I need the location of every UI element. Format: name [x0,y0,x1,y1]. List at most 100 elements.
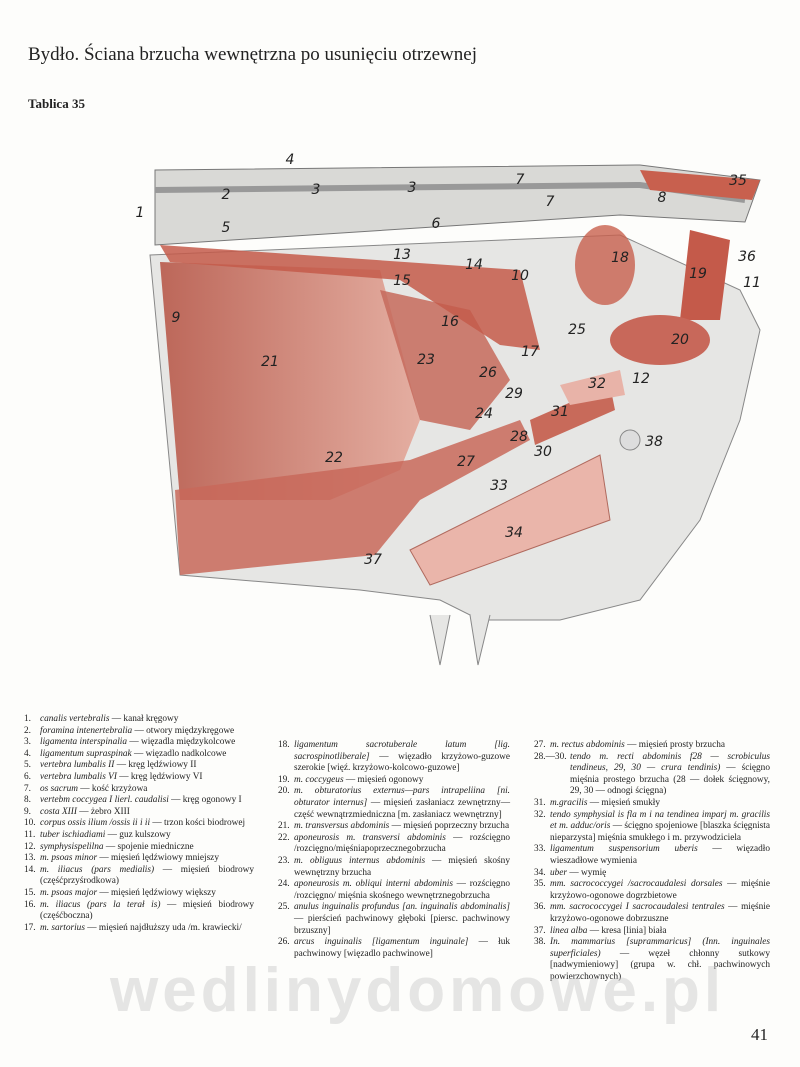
polish-term: — trzon kości biodrowej [150,818,246,829]
figure-label: 2 [222,187,231,203]
legend-text: tuber ischiadiami — guz kulszowy [40,830,254,842]
legend-text: mm. sacrococcygei /sacrocaudalesi dorsal… [550,879,770,902]
legend-text: mm. sacrococcygei I sacrocaudalesi tentr… [550,902,770,925]
symphysis-32 [560,370,625,405]
latin-term: m. iliacus (pars medialis) [40,864,155,875]
psoas [160,245,540,350]
latin-term: anulus inguinalis profundus [an. inguina… [294,902,510,913]
legend-item: 13.m. psoas minor — mięsień lędźwiowy mn… [24,853,254,865]
legend-text: costa XIII — żebro XIII [40,807,254,819]
polish-term: — więzadło wieszadłowe wymienia [550,844,770,866]
figure-label: 19 [689,266,707,282]
legend-item: 16. m. iliacus (pars la terał is) — mięsi… [24,900,254,923]
legend-number: 35. [534,879,546,890]
legend-item: 21.m. transversus abdominis — mięsień po… [278,821,510,833]
legend-text: os sacrum — kość krzyżowa [40,784,254,796]
legend-text: arcus inguinalis [ligamentum inguinale] … [294,937,510,960]
udder-34 [409,454,611,586]
figure-label: 1 [136,205,145,221]
figure-label: 36 [738,249,756,265]
legend-text: symphysispelilna — spojenie miedniczne [40,842,254,854]
polish-term: — mięsień zasłaniacz zewnętrzny—część we… [294,797,510,820]
legend-number: 11. [24,829,36,840]
transversus-abdominis [160,262,420,500]
legend-number: 33. [534,844,546,855]
legend-text: foramina intenertebralia — otwory między… [40,726,254,738]
legend-text: linea alba — kresa [linia] biała [550,926,770,938]
figure-label: 32 [588,376,606,392]
legend-number: 14. [24,864,36,875]
latin-term: m. obliguus internus abdominis [294,855,426,866]
figure-label: 22 [325,450,343,466]
legend-item: 14. m. iliacus (pars medialis) — mięsień … [24,865,254,888]
polish-term: — mięsień lędźwiowy większy [97,887,216,898]
teat [429,614,491,666]
figure-label: 8 [658,190,667,206]
legend-item: 2.foramina intenertebralia — otwory międ… [24,726,254,738]
legend-number: 3. [24,737,31,748]
figure-label: 23 [417,352,435,368]
latin-term: m. coccygeus [294,774,344,785]
legend-text: vertebra lumbalis VI — kręg lędźwiowy VI [40,772,254,784]
legend-number: 21. [278,821,290,832]
latin-term: m. transversus abdominis [294,821,390,832]
legend-text: m. psoas minor — mięsień lędźwiowy mniej… [40,853,254,865]
polish-term: — rozścięgno /rozcięgno/mięśniapoprzeczn… [294,832,510,855]
legend-item: 12.symphysispelilna — spojenie miedniczn… [24,842,254,854]
legend-item: 26.arcus inguinalis [ligamentum inguinal… [278,937,510,960]
polish-term: — więzadło krzyżowo-guzowe szerokie [wię… [294,751,510,774]
polish-term: — guz kulszowy [105,829,171,840]
latin-term: tendo symphysial is fla m i na tendinea … [550,809,770,832]
figure-label: 26 [479,365,497,381]
polish-term: — ścięgno mięśnia prostego brzucha (28 —… [570,763,770,797]
figure-label: 6 [432,216,441,232]
legend-item: 24.aponeurosis m. obliqui interni abdomi… [278,879,510,902]
polish-term: — mięsień biodrowy (częśćprzyśrodkowa) [40,864,255,887]
legend-number: 27. [534,740,546,750]
plate-number: Tablica 35 [28,96,85,111]
legend-item: 9.costa XIII — żebro XIII [24,807,254,819]
legend-number: 17. [24,922,36,933]
latin-term: m. rectus abdominis [550,740,625,750]
figure-label: 5 [222,220,231,236]
legend-number: 34. [534,867,546,878]
latin-term: linea alba [550,925,588,936]
latin-term: m. sartorius [40,922,85,933]
legend-text: m. obliguus internus abdominis — mięsień… [294,856,510,879]
legend-number: 38. [534,937,546,948]
legend-text: vertebra lumbalis II — kręg lędźwiowy II [40,760,254,772]
figure-label: 21 [261,354,279,370]
latin-term: m. iliacus (pars la terał is) [40,899,161,910]
figure-label: 12 [632,371,650,387]
legend-number: 24. [278,879,290,890]
legend-number: 16. [24,899,36,910]
legend-text: m. coccygeus — mięsień ogonowy [294,775,510,787]
page-title: Bydło. Ściana brzucha wewnętrzna po usun… [28,44,477,65]
polish-term: — mięsień lędźwiowy mniejszy [97,853,219,864]
figure-label: 33 [490,478,508,494]
legend-item: 32. tendo symphysial is fla m i na tendin… [534,810,770,845]
legend-text: m. iliacus (pars la terał is) — mięsień … [40,900,254,923]
latin-term: In. mammarius [suprammaricus] (Inn. ingu… [550,937,770,959]
legend-item: 5.vertebra lumbalis II — kręg lędźwiowy … [24,760,254,772]
legend-number: 20. [278,786,290,797]
legend-text: m. psoas major — mięsień lędźwiowy więks… [40,888,254,900]
polish-term: — mięsień smukły [587,797,661,808]
legend-text: canalis vertebralis — kanał kręgowy [40,714,254,726]
figure-label: 14 [465,257,483,273]
legend-column-2: 18.ligamentum sacrotuberale latum [lig. … [278,740,510,960]
figure-label: 18 [611,250,629,266]
lymph-node-38 [619,429,641,451]
rectus-abdominis [175,420,530,575]
legend-column-3: 27. m. rectus abdominis — mięsień prosty … [534,740,770,983]
latin-term: vertebra lumbalis VI [40,771,117,782]
polish-term: — rozścięgno /rozcięgno/ mięśnia skośneg… [294,879,510,901]
legend-number: 15. [24,887,36,898]
legend-number: 32. [534,809,546,820]
page-number: 41 [751,1025,768,1044]
legend-number: 36. [534,902,546,913]
figure-label: 15 [393,273,411,289]
legend-text: uber — wymię [550,868,770,880]
legend-number: 4. [24,748,31,759]
legend-text: m. rectus abdominis — mięsień prosty brz… [550,740,770,752]
